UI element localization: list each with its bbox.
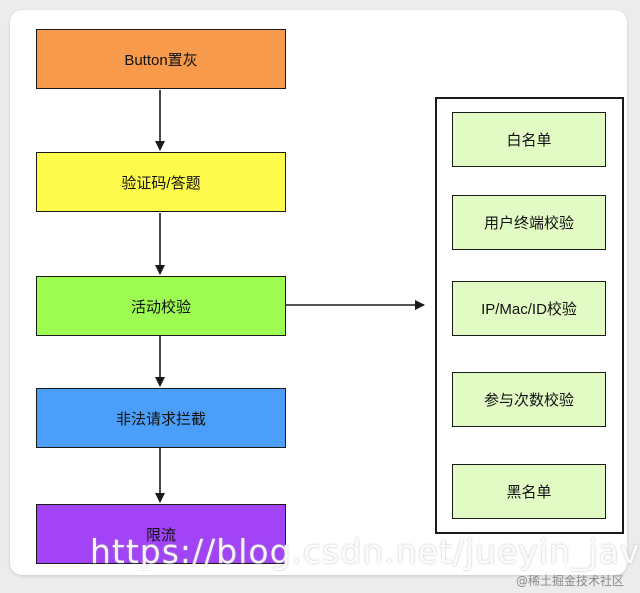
check-label: 黑名单 <box>506 484 552 501</box>
connectors <box>155 90 425 503</box>
check-terminal: 用户终端校验 <box>452 195 606 250</box>
flow-node-rate-limit: 限流 <box>36 504 286 564</box>
flow-node-label: 活动校验 <box>130 298 191 316</box>
flow-node-label: Button置灰 <box>124 51 198 69</box>
flow-node-illegal-request-block: 非法请求拦截 <box>36 388 286 448</box>
flow-node-activity-check: 活动校验 <box>36 276 286 336</box>
flow-node-label: 限流 <box>145 526 176 544</box>
flow-node-label: 非法请求拦截 <box>115 410 206 428</box>
check-participation-count: 参与次数校验 <box>452 372 606 427</box>
checks-group: 白名单 用户终端校验 IP/Mac/ID校验 参与次数校验 黑名单 <box>435 97 624 534</box>
check-whitelist: 白名单 <box>452 112 606 167</box>
diagram-canvas: Button置灰 验证码/答题 活动校验 非法请求拦截 限流 白名单 用户终端校… <box>10 10 627 575</box>
flow-node-captcha: 验证码/答题 <box>36 152 286 212</box>
source-credit: @稀土掘金技术社区 <box>515 574 624 588</box>
check-blacklist: 黑名单 <box>452 464 606 519</box>
check-label: 用户终端校验 <box>483 215 574 232</box>
flow-node-button-gray: Button置灰 <box>36 29 286 89</box>
check-label: IP/Mac/ID校验 <box>481 301 577 318</box>
check-label: 白名单 <box>506 132 552 149</box>
flow-node-label: 验证码/答题 <box>121 174 201 192</box>
check-label: 参与次数校验 <box>483 392 574 409</box>
watermark: https://blog.csdn.net/jueyin_java <box>90 532 640 571</box>
check-ip-mac-id: IP/Mac/ID校验 <box>452 281 606 336</box>
